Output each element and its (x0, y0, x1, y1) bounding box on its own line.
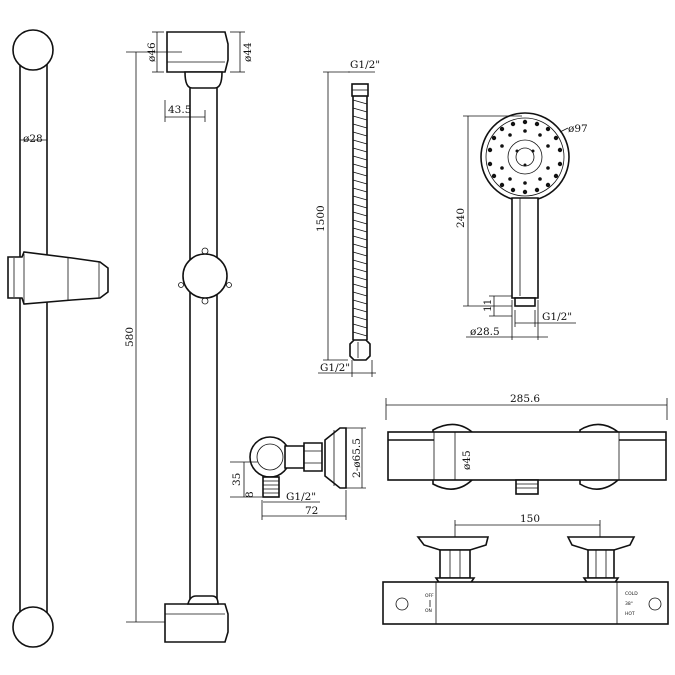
dim-hose-bottom-thread: G1/2" (320, 362, 350, 374)
dim-hose-top-thread: G1/2" (350, 59, 380, 71)
label-off: OFF (425, 593, 434, 599)
valve-inlet-nut-right (587, 549, 615, 579)
label-on: ON (425, 608, 432, 614)
thermostatic-valve-top-view: 285.6 ø45 (385, 393, 668, 495)
valve-front-body (382, 581, 669, 625)
thermostatic-valve-front-view: 150 OFF ON COLD 38° HOT (382, 513, 669, 625)
rail-bottom-bracket (164, 603, 229, 643)
dim-rail-end-width: ø44 (242, 42, 254, 62)
rail-bottom-cap (12, 606, 54, 648)
valve-inlet-flange-left (416, 536, 490, 551)
label-temp-38: 38° (625, 601, 633, 607)
dim-valve-centres: 150 (520, 513, 540, 525)
valve-inlet-nut-left (439, 549, 471, 579)
dim-handset-length: 240 (455, 208, 467, 228)
dim-rail-tube-diameter: ø28 (23, 133, 43, 145)
rail-slider-knob (182, 253, 228, 299)
valve-outlet (515, 479, 539, 495)
dim-valve-diameter: ø45 (461, 450, 473, 470)
hand-shower: 240 11 G1/2" ø28.5 ø97 (455, 112, 588, 340)
label-cold: COLD (625, 591, 638, 597)
handset-handle (511, 197, 539, 299)
wall-outlet-elbow: 35 8 72 G1/2" 2-ø65.5 (230, 427, 366, 520)
elbow-inlet (262, 476, 280, 498)
label-hot: HOT (625, 611, 635, 617)
shower-hose: G1/2" 1500 G1/2" (315, 59, 380, 377)
valve-temp-handle-icon[interactable] (648, 597, 662, 611)
dim-elbow-thread-len: 8 (244, 491, 256, 498)
dim-handset-thread: G1/2" (542, 311, 572, 323)
elbow-body (249, 436, 291, 478)
handset-connector (514, 297, 536, 307)
handset-nozzles (487, 119, 563, 195)
dim-elbow-flange: 2-ø65.5 (351, 438, 363, 478)
valve-inlet-flange-right (566, 536, 636, 551)
slide-rail-front-view: ø46 ø44 43.5 580 (124, 31, 254, 643)
dim-handset-head-diameter: ø97 (568, 123, 588, 135)
dim-elbow-height: 35 (231, 473, 243, 486)
dim-rail-length: 580 (124, 327, 136, 347)
rail-top-cap (12, 29, 54, 71)
dim-rail-offset: 43.5 (168, 104, 191, 116)
dim-valve-width: 285.6 (510, 393, 540, 405)
elbow-flange (324, 427, 347, 489)
dim-hose-length: 1500 (315, 205, 327, 232)
rail-slider-holder (7, 251, 109, 305)
hose-bottom-nut (349, 339, 371, 361)
dim-handset-nozzle: 11 (482, 299, 494, 312)
dim-elbow-thread: G1/2" (286, 491, 316, 503)
dim-elbow-depth: 72 (305, 505, 318, 517)
handset-head (480, 112, 570, 202)
slide-rail-side-view: ø28 (7, 29, 109, 648)
dim-handset-handle-diameter: ø28.5 (470, 326, 500, 338)
valve-flow-handle-icon[interactable] (395, 597, 409, 611)
elbow-nut (303, 442, 323, 472)
